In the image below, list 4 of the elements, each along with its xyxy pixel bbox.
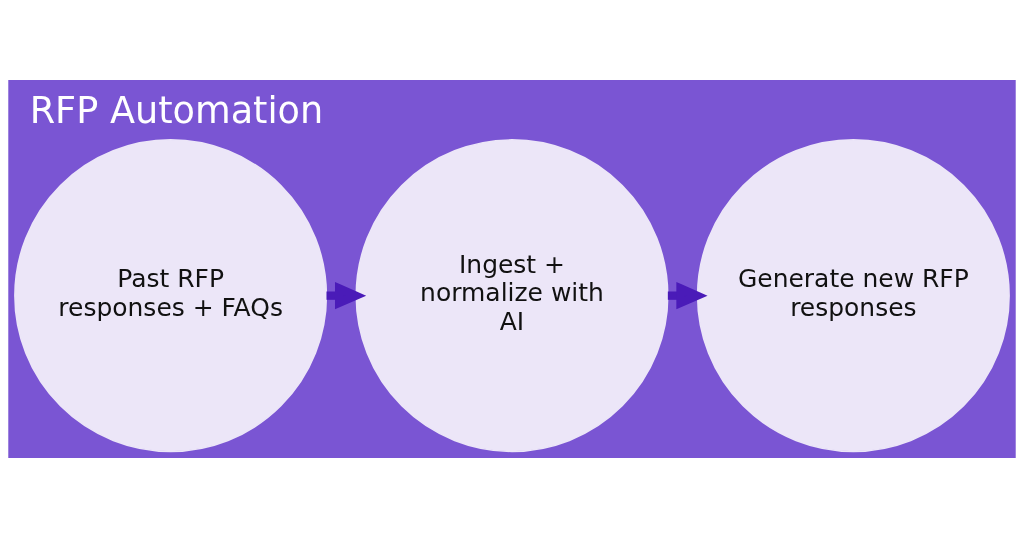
node-circle: Ingest + normalize with AI [355,138,669,452]
node-circle: Generate new RFP responses [696,138,1010,452]
node-circle: Past RFP responses + FAQs [14,138,328,452]
diagram-title: RFP Automation [29,88,324,132]
